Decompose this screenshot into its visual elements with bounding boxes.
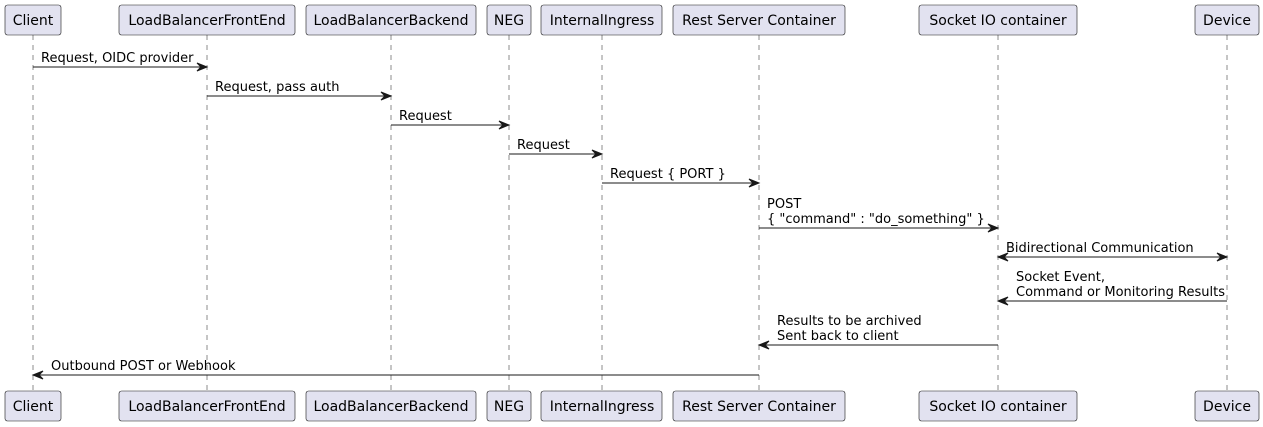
participant-label: Socket IO container [929,399,1066,415]
participant-device-bottom: Device [1194,390,1260,422]
message-7: Bidirectional Communication [996,241,1229,262]
arrowhead [996,252,1009,262]
participant-label: LoadBalancerBackend [313,13,468,29]
participant-label: Rest Server Container [682,399,836,415]
message-label: Results to be archived [777,314,922,329]
participant-box [672,390,846,422]
message-label: Sent back to client [777,329,899,344]
participant-client-top: Client [4,4,62,36]
participant-rest-server-container-top: Rest Server Container [672,4,846,36]
participant-box [1194,4,1260,36]
message-label: Bidirectional Communication [1006,241,1194,256]
message-10: Outbound POST or Webhook [31,359,759,380]
message-label: Command or Monitoring Results [1016,285,1225,300]
participant-box [540,4,663,36]
participant-label: Client [13,13,54,29]
participant-label: Device [1203,13,1251,29]
participant-internalingress-top: InternalIngress [540,4,663,36]
arrowhead [748,178,761,188]
message-label: Outbound POST or Webhook [51,359,236,374]
participant-device-top: Device [1194,4,1260,36]
message-label: Request { PORT } [610,167,726,182]
participant-label: Socket IO container [929,13,1066,29]
participant-socket-io-container-top: Socket IO container [918,4,1078,36]
participant-label: LoadBalancerFrontEnd [128,399,285,415]
participant-label: NEG [494,399,524,415]
message-4: Request [509,138,604,159]
arrowhead [987,223,1000,233]
arrowhead [498,120,511,130]
arrowhead [1216,252,1229,262]
participant-label: Rest Server Container [682,13,836,29]
message-8: Socket Event,Command or Monitoring Resul… [996,270,1227,306]
participant-box [672,4,846,36]
participant-label: InternalIngress [550,399,655,415]
participant-neg-bottom: NEG [486,390,532,422]
arrowhead [31,370,44,380]
message-label: { "command" : "do_something" } [767,212,985,227]
participant-socket-io-container-bottom: Socket IO container [918,390,1078,422]
message-1: Request, OIDC provider [33,51,209,72]
arrowhead [996,296,1009,306]
participant-box [305,390,477,422]
lifelines [32,35,1228,391]
arrowhead [757,340,770,350]
participant-client-bottom: Client [4,390,62,422]
message-label: Request, pass auth [215,80,340,95]
participant-neg-top: NEG [486,4,532,36]
participant-internalingress-bottom: InternalIngress [540,390,663,422]
participant-box [1194,390,1260,422]
participant-box [4,390,62,422]
message-3: Request [391,109,511,130]
participant-loadbalancerfrontend-bottom: LoadBalancerFrontEnd [118,390,296,422]
participant-box [486,4,532,36]
participant-box [118,4,296,36]
arrowhead [196,62,209,72]
participant-box [918,390,1078,422]
participant-box [918,4,1078,36]
arrowhead [591,149,604,159]
participant-label: LoadBalancerFrontEnd [128,13,285,29]
message-label: Request, OIDC provider [41,51,194,66]
message-label: Socket Event, [1016,270,1105,285]
participant-loadbalancerbackend-bottom: LoadBalancerBackend [305,390,477,422]
participant-box [486,390,532,422]
participant-box [118,390,296,422]
message-6: POST{ "command" : "do_something" } [759,197,1000,233]
message-label: Request [399,109,452,124]
participant-rest-server-container-bottom: Rest Server Container [672,390,846,422]
participant-label: NEG [494,13,524,29]
participant-loadbalancerbackend-top: LoadBalancerBackend [305,4,477,36]
participant-label: LoadBalancerBackend [313,399,468,415]
participant-label: InternalIngress [550,13,655,29]
participant-box [4,4,62,36]
participant-loadbalancerfrontend-top: LoadBalancerFrontEnd [118,4,296,36]
message-label: POST [767,197,801,212]
participant-label: Client [13,399,54,415]
participants: ClientClientLoadBalancerFrontEndLoadBala… [4,4,1260,422]
participant-box [305,4,477,36]
message-label: Request [517,138,570,153]
arrowhead [380,91,393,101]
participant-label: Device [1203,399,1251,415]
message-2: Request, pass auth [207,80,393,101]
participant-box [540,390,663,422]
message-5: Request { PORT } [602,167,761,188]
